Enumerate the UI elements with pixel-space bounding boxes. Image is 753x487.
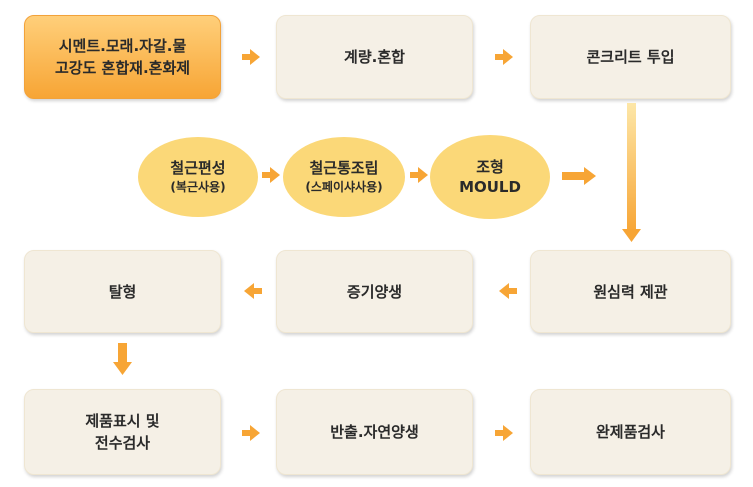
node-final-inspection: 완제품검사	[530, 389, 731, 475]
node-label: 철근편성	[170, 159, 226, 177]
node-label: 완제품검사	[595, 423, 665, 441]
node-concrete-input: 콘크리트 투입	[530, 15, 731, 99]
node-label: 제품표시 및 전수검사	[85, 412, 160, 452]
node-rebar-knit: 철근편성 (복근사용)	[138, 137, 258, 217]
node-sublabel: (복근사용)	[170, 180, 226, 194]
left-arrow-icon	[244, 283, 262, 299]
left-arrow-icon	[499, 283, 517, 299]
right-arrow-icon	[262, 167, 280, 183]
down-arrow-icon	[113, 362, 132, 375]
node-molding: 조형 MOULD	[430, 135, 550, 219]
node-label: 콘크리트 투입	[586, 48, 675, 66]
node-steam-curing: 증기양생	[276, 250, 473, 333]
node-shipping-curing: 반출.자연양생	[276, 389, 473, 475]
node-label: 원심력 제관	[593, 282, 668, 301]
node-label: 계량.혼합	[344, 48, 405, 66]
right-arrow-icon	[495, 49, 513, 65]
node-demolding: 탈형	[24, 250, 221, 333]
node-rebar-assembly: 철근통조립 (스페이샤사용)	[283, 137, 405, 217]
node-sublabel: MOULD	[459, 178, 521, 196]
node-centrifugal: 원심력 제관	[530, 250, 731, 333]
down-arrow-icon	[622, 229, 641, 242]
node-materials: 시멘트.모래.자갈.물 고강도 혼합재.혼화제	[24, 15, 221, 99]
node-label: 탈형	[108, 282, 137, 301]
right-arrow-icon	[242, 49, 260, 65]
right-arrow-icon	[410, 167, 428, 183]
node-weigh-mix: 계량.혼합	[276, 15, 473, 99]
node-label: 시멘트.모래.자갈.물 고강도 혼합재.혼화제	[54, 37, 191, 77]
node-marking-inspection: 제품표시 및 전수검사	[24, 389, 221, 475]
right-arrow-icon	[242, 425, 260, 441]
down-connector-line	[118, 343, 127, 364]
right-arrow-icon	[562, 167, 596, 185]
right-arrow-icon	[495, 425, 513, 441]
node-label: 조형	[476, 158, 504, 176]
node-label: 철근통조립	[309, 159, 379, 177]
node-sublabel: (스페이샤사용)	[305, 180, 383, 194]
node-label: 반출.자연양생	[330, 423, 419, 441]
down-connector-line	[627, 103, 636, 233]
node-label: 증기양생	[346, 282, 403, 301]
